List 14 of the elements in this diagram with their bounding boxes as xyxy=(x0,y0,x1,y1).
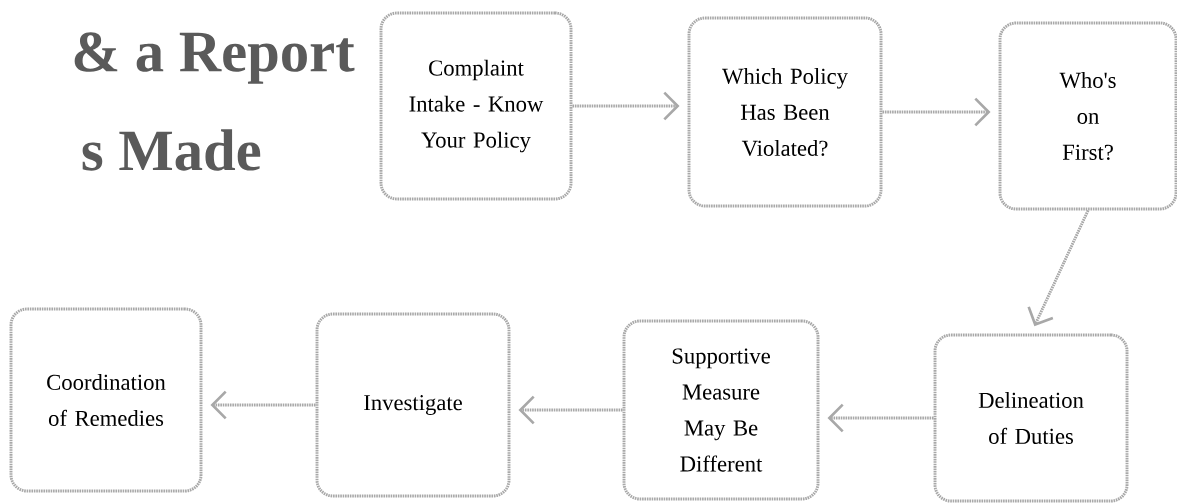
process-box: Coordination of Remedies xyxy=(9,307,203,493)
arrow xyxy=(518,395,623,425)
arrow xyxy=(572,91,680,121)
process-box: Delineation of Duties xyxy=(933,333,1129,503)
arrow xyxy=(882,97,991,127)
arrow xyxy=(827,403,934,433)
process-box: Investigate xyxy=(315,312,511,498)
arrow xyxy=(1027,209,1090,327)
process-box: Complaint Intake - Know Your Policy xyxy=(379,11,573,201)
title-text: s Made xyxy=(82,129,261,171)
arrow xyxy=(210,390,316,420)
process-box: Which Policy Has Been Violated? xyxy=(687,16,883,208)
process-box: Who's on First? xyxy=(998,21,1177,211)
process-box: Supportive Measure May Be Different xyxy=(622,319,820,501)
